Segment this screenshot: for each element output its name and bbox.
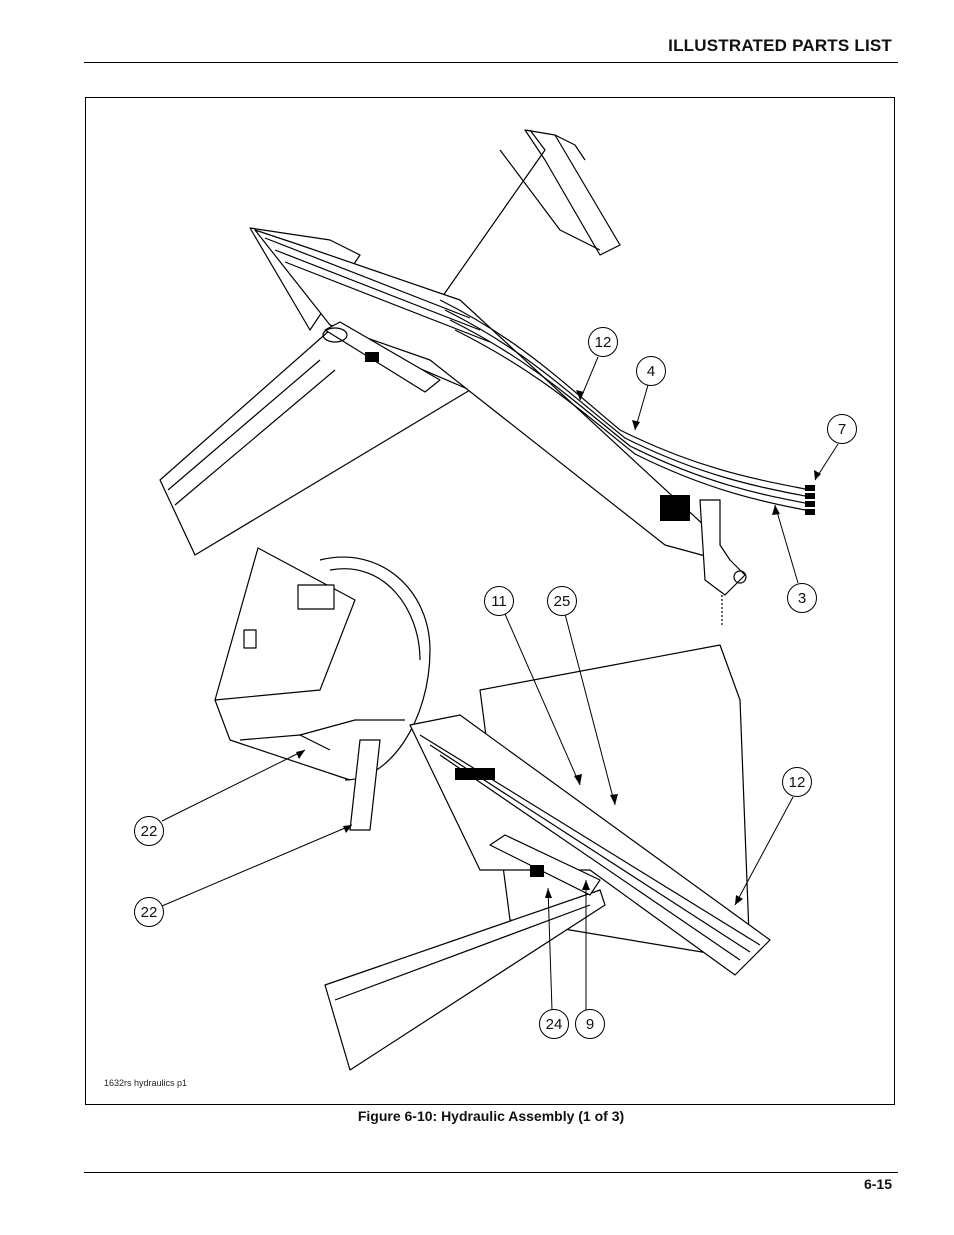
callout-12-bottom: 12: [782, 767, 812, 797]
callout-7: 7: [827, 414, 857, 444]
callout-25: 25: [547, 586, 577, 616]
footer-divider: [84, 1172, 898, 1173]
page-number: 6-15: [863, 1176, 892, 1192]
callout-11: 11: [484, 586, 514, 616]
callout-22-upper: 22: [134, 816, 164, 846]
callout-9: 9: [575, 1009, 605, 1039]
upper-assembly-illustration: [159, 129, 815, 625]
drawing-file-label: 1632rs hydraulics p1: [104, 1078, 188, 1088]
callout-12-top: 12: [588, 327, 618, 357]
figure-frame: [85, 97, 895, 1105]
leader-lines: [161, 356, 839, 1011]
callout-24: 24: [539, 1009, 569, 1039]
lower-assembly-illustration: [214, 547, 771, 1071]
page-header-title: ILLUSTRATED PARTS LIST: [668, 36, 892, 55]
callout-4: 4: [636, 356, 666, 386]
figure-caption: Figure 6-10: Hydraulic Assembly (1 of 3): [357, 1108, 625, 1124]
callout-22-lower: 22: [134, 897, 164, 927]
callout-3: 3: [787, 583, 817, 613]
header-divider: [84, 62, 898, 63]
